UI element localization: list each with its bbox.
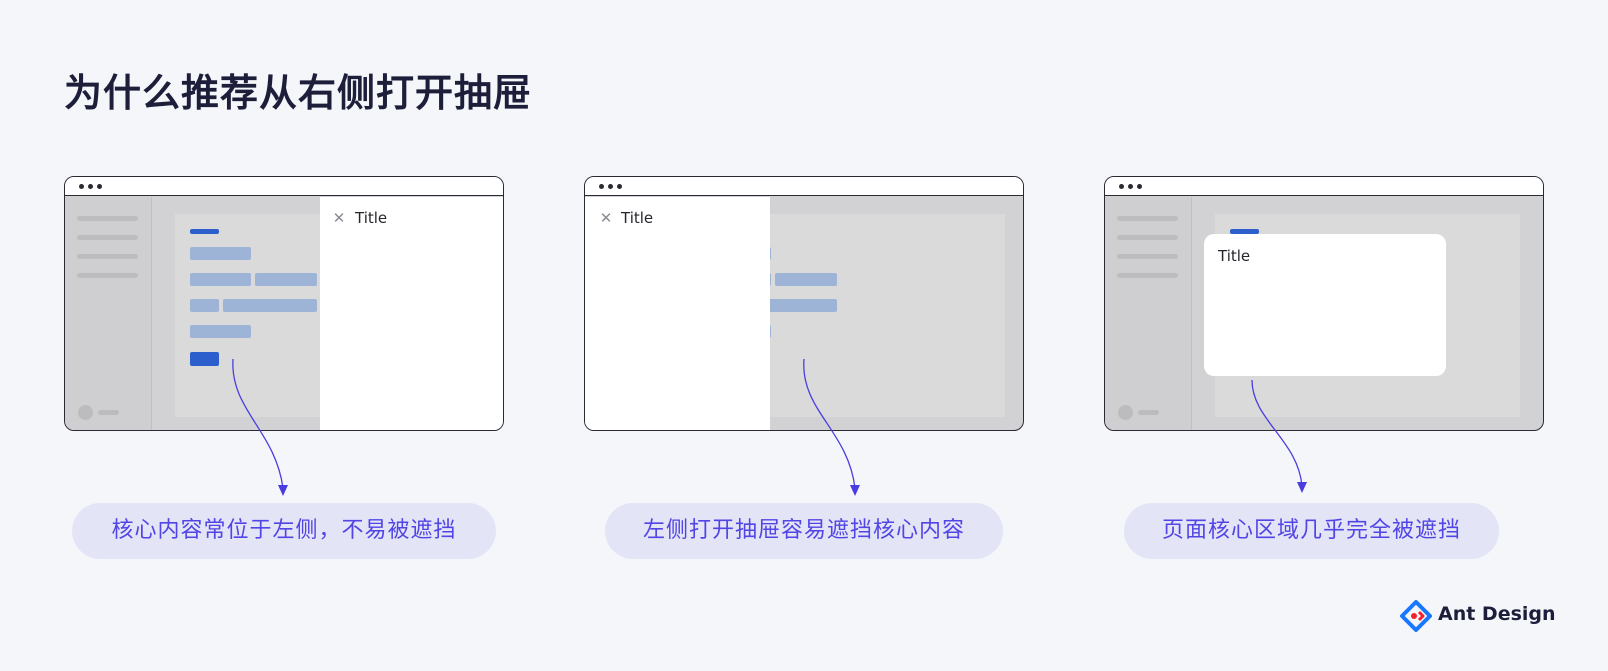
caption-pill: 左侧打开抽屉容易遮挡核心内容 [605,503,1003,559]
form-label-placeholder [190,273,251,286]
close-icon[interactable]: ✕ [599,209,613,227]
form-label-placeholder [190,247,251,260]
caption-pill: 核心内容常位于左侧，不易被遮挡 [72,503,496,559]
window-title-bar [585,177,1023,196]
window-dot [79,184,84,189]
browser-mockup-left-drawer: ✕ Title [584,176,1024,431]
sidebar-item-placeholder [77,273,138,278]
arrow-3 [1251,379,1303,487]
close-icon[interactable]: ✕ [332,209,346,227]
content-heading-placeholder [190,229,219,234]
window-dot [608,184,613,189]
form-field-placeholder [255,273,317,286]
modal-title: Title [1218,247,1251,265]
modal-dialog: Title [1204,234,1446,376]
form-label-placeholder [190,299,219,312]
drawer-panel: ✕ Title [320,197,503,430]
sidebar-item-placeholder [77,254,138,259]
arrow-2 [803,358,856,489]
window-title-bar [1105,177,1543,196]
primary-button-placeholder [190,352,219,366]
sidebar-item-placeholder [1117,254,1178,259]
sidebar-item-placeholder [77,235,138,240]
window-dot [1119,184,1124,189]
sidebar-item-placeholder [1117,273,1178,278]
user-name-placeholder [1138,410,1159,415]
window-dot [97,184,102,189]
form-field-placeholder [223,299,317,312]
window-dot [599,184,604,189]
arrow-head-1 [278,485,288,496]
window-dot [1137,184,1142,189]
page-sidebar [65,197,152,430]
drawer-title: Title [621,209,654,227]
window-dot [1128,184,1133,189]
brand-name: Ant Design [1438,603,1556,625]
window-dot [617,184,622,189]
ant-design-logo-icon [1400,600,1432,632]
drawer-panel: ✕ Title [585,197,770,430]
content-heading-placeholder [1230,229,1259,234]
drawer-title: Title [355,209,388,227]
window-dot [88,184,93,189]
sidebar-item-placeholder [1117,216,1178,221]
sidebar-item-placeholder [1117,235,1178,240]
browser-mockup-right-drawer: ✕ Title [64,176,504,431]
avatar [78,405,93,420]
avatar [1118,405,1133,420]
form-label-placeholder [190,325,251,338]
page-title: 为什么推荐从右侧打开抽屉 [64,71,533,115]
arrow-1 [232,358,284,489]
browser-mockup-modal: Title [1104,176,1544,431]
page-sidebar [1105,197,1192,430]
user-name-placeholder [98,410,119,415]
form-field-placeholder [775,273,837,286]
arrow-head-3 [1297,482,1307,493]
window-title-bar [65,177,503,196]
caption-pill: 页面核心区域几乎完全被遮挡 [1124,503,1499,559]
arrow-head-2 [850,485,860,496]
sidebar-item-placeholder [77,216,138,221]
